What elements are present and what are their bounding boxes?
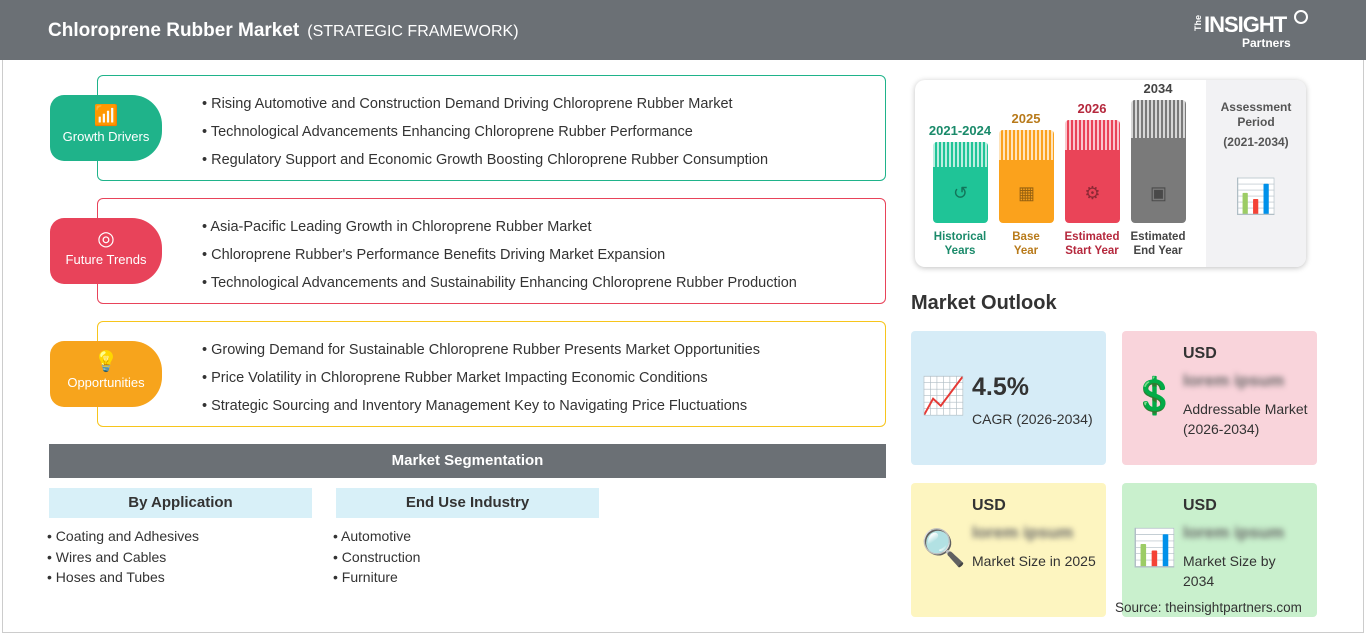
period-label-line: Estimated	[1130, 231, 1186, 243]
list-item: Strategic Sourcing and Inventory Managem…	[202, 392, 885, 420]
chart-up-icon: 📶	[93, 105, 119, 127]
segmentation-header: Market Segmentation	[49, 444, 886, 478]
timeline-bar-end: ▣	[1131, 100, 1186, 223]
market-outlook-title: Market Outlook	[911, 292, 1057, 314]
end-use-list: AutomotiveConstructionFurniture	[333, 526, 420, 588]
timeline-bar-icon: ▦	[1017, 183, 1035, 203]
header: Chloroprene Rubber Market (STRATEGIC FRAM…	[0, 0, 1366, 60]
future-trends-badge: ◎ Future Trends	[50, 218, 162, 284]
content-frame	[2, 60, 1364, 633]
year-label-end: 2034	[1143, 81, 1173, 96]
list-item: Price Volatility in Chloroprene Rubber M…	[202, 364, 885, 392]
list-item: Construction	[333, 547, 421, 568]
cagr-value: 4.5%	[972, 373, 1029, 401]
blurred-value: lorem ipsum	[972, 523, 1074, 542]
page-title: Chloroprene Rubber Market (STRATEGIC FRAM…	[48, 20, 519, 42]
target-icon: ◎	[97, 228, 115, 250]
timeline-bar-base: ▦	[999, 130, 1054, 223]
list-item: Wires and Cables	[47, 547, 199, 568]
opportunities-card: Growing Demand for Sustainable Chloropre…	[97, 321, 886, 427]
timeline-bar-icon: ▣	[1149, 183, 1167, 203]
period-label-line: Year	[1013, 245, 1039, 257]
logo-ring-icon	[1294, 10, 1308, 24]
currency-label: USD	[972, 497, 1006, 514]
logo-partners: Partners	[1242, 36, 1291, 50]
list-item: Furniture	[333, 567, 420, 588]
list-item: Automotive	[333, 526, 420, 547]
period-label-line: End Year	[1133, 245, 1183, 257]
badge-label: Growth Drivers	[62, 129, 150, 144]
timeline-bar-historical: ↺	[933, 142, 988, 223]
metric-label: Market Size by 2034	[1183, 553, 1276, 589]
timeline-bar-start: ⚙	[1065, 120, 1120, 223]
subtitle: (STRATEGIC FRAMEWORK)	[307, 23, 519, 40]
period-label-line: Estimated	[1064, 231, 1120, 243]
list-item: Coating and Adhesives	[47, 526, 199, 547]
segment-end-use-header: End Use Industry	[336, 488, 599, 518]
assessment-label: Period	[1237, 115, 1275, 129]
list-item: Hoses and Tubes	[47, 567, 199, 588]
list-item: Regulatory Support and Economic Growth B…	[202, 146, 885, 174]
blurred-value: lorem ipsum	[1183, 371, 1285, 390]
list-item: Technological Advancements and Sustainab…	[202, 269, 885, 297]
dollar-bulb-icon: 💲	[1132, 375, 1177, 416]
chart-magnifier-icon: 📊	[1132, 527, 1177, 568]
period-label-line: Years	[944, 245, 976, 257]
timeline-bar-icon: ↺	[952, 183, 969, 203]
money-magnifier-icon: 🔍	[921, 527, 966, 568]
timeline-bar-icon: ⚙	[1084, 183, 1101, 203]
source-text: Source: theinsightpartners.com	[1115, 600, 1302, 615]
list-item: Chloroprene Rubber's Performance Benefit…	[202, 241, 885, 269]
period-label-line: Base	[1012, 231, 1040, 243]
currency-label: USD	[1183, 345, 1217, 362]
year-label-historical: 2021-2024	[928, 123, 992, 138]
assessment-label: Assessment	[1220, 100, 1292, 114]
currency-label: USD	[1183, 497, 1217, 514]
list-item: Technological Advancements Enhancing Chl…	[202, 118, 885, 146]
badge-label: Future Trends	[65, 252, 147, 267]
future-trends-card: Asia-Pacific Leading Growth in Chloropre…	[97, 198, 886, 304]
period-label-line: Start Year	[1065, 245, 1119, 257]
metric-label: Addressable Market (2026-2034)	[1183, 401, 1308, 437]
analytics-illustration-icon: 📊	[1234, 178, 1278, 216]
growth-drivers-badge: 📶 Growth Drivers	[50, 95, 162, 161]
logo-insight: INSIGHT	[1204, 12, 1287, 37]
badge-label: Opportunities	[67, 375, 145, 390]
segment-application-header: By Application	[49, 488, 312, 518]
cagr-label: CAGR (2026-2034)	[972, 411, 1093, 427]
lightbulb-hand-icon: 💡	[93, 351, 119, 373]
period-label-line: Historical	[933, 231, 987, 243]
growth-chart-icon: 📈	[921, 375, 966, 416]
title-text: Chloroprene Rubber Market	[48, 20, 300, 41]
assessment-range: (2021-2034)	[1223, 135, 1289, 149]
metric-label: Market Size in 2025	[972, 553, 1096, 569]
application-list: Coating and AdhesivesWires and CablesHos…	[47, 526, 199, 588]
year-label-start: 2026	[1077, 101, 1107, 116]
logo-the: The	[1193, 14, 1204, 32]
outlook-card: 📈 4.5% CAGR (2026-2034)	[911, 331, 1106, 465]
opportunities-badge: 💡 Opportunities	[50, 341, 162, 407]
year-label-base: 2025	[1011, 111, 1041, 126]
growth-drivers-card: Rising Automotive and Construction Deman…	[97, 75, 886, 181]
list-item: Asia-Pacific Leading Growth in Chloropre…	[202, 213, 885, 241]
list-item: Rising Automotive and Construction Deman…	[202, 90, 885, 118]
blurred-value: lorem ipsum	[1183, 523, 1285, 542]
list-item: Growing Demand for Sustainable Chloropre…	[202, 336, 885, 364]
